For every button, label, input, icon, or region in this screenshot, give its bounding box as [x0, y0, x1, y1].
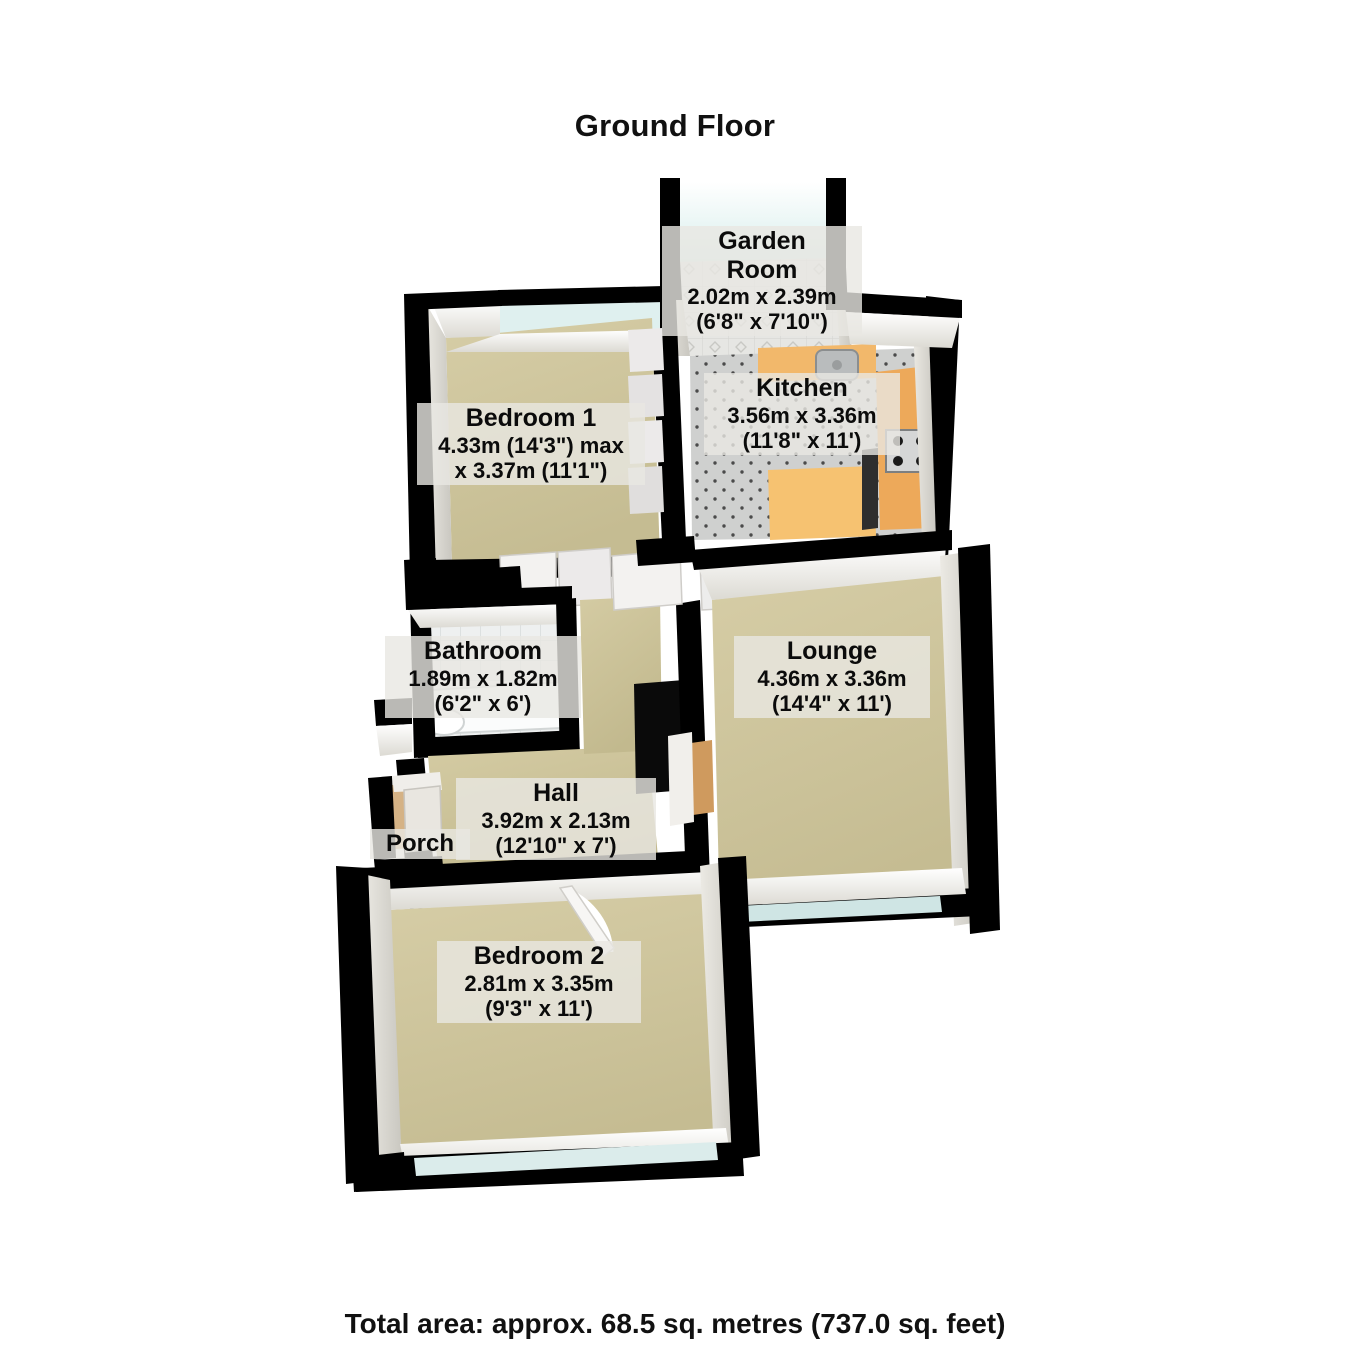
- connector-walls: [404, 536, 696, 610]
- garden-room-dim-imperial: (6'8" x 7'10"): [696, 309, 828, 335]
- hall-name: Hall: [533, 779, 579, 807]
- wardrobe-units: [628, 328, 664, 514]
- bathroom-dim-metric: 1.89m x 1.82m: [408, 665, 558, 691]
- room-label-garden-room: Garden Room 2.02m x 2.39m (6'8" x 7'10"): [662, 226, 862, 337]
- garden-room-name-line1: Garden: [718, 227, 806, 255]
- page-title: Ground Floor: [574, 108, 776, 143]
- kitchen-dim-metric: 3.56m x 3.36m: [727, 402, 877, 428]
- bedroom-1-dim-metric: 4.33m (14'3") max: [438, 432, 624, 458]
- hall-dim-imperial: (12'10" x 7'): [495, 832, 617, 858]
- bedroom-1-name: Bedroom 1: [465, 404, 597, 432]
- total-area-footer: Total area: approx. 68.5 sq. metres (737…: [344, 1308, 1006, 1339]
- bedroom-1-dim-imperial: x 3.37m (11'1"): [454, 457, 608, 483]
- hall-dim-metric: 3.92m x 2.13m: [481, 807, 631, 833]
- room-label-hall: Hall 3.92m x 2.13m (12'10" x 7'): [456, 778, 656, 860]
- kitchen-dim-imperial: (11'8" x 11'): [742, 427, 862, 453]
- lounge-name: Lounge: [786, 637, 878, 665]
- room-label-lounge: Lounge 4.36m x 3.36m (14'4" x 11'): [734, 636, 930, 718]
- room-label-kitchen: Kitchen 3.56m x 3.36m (11'8" x 11'): [704, 373, 900, 455]
- kitchen-name: Kitchen: [756, 374, 848, 402]
- bedroom-2-dim-metric: 2.81m x 3.35m: [464, 970, 614, 996]
- room-label-bathroom: Bathroom 1.89m x 1.82m (6'2" x 6'): [385, 636, 581, 718]
- bathroom-name: Bathroom: [423, 637, 543, 665]
- room-porch: [368, 772, 444, 880]
- lounge-dim-metric: 4.36m x 3.36m: [757, 665, 907, 691]
- room-label-bedroom-1: Bedroom 1 4.33m (14'3") max x 3.37m (11'…: [417, 403, 645, 485]
- garden-room-name-line2: Room: [726, 255, 798, 284]
- bedroom-2-name: Bedroom 2: [473, 942, 605, 970]
- porch-name: Porch: [385, 830, 454, 857]
- room-label-porch: Porch: [370, 829, 470, 860]
- bathroom-dim-imperial: (6'2" x 6'): [434, 690, 532, 716]
- lounge-dim-imperial: (14'4" x 11'): [772, 690, 892, 716]
- garden-room-dim-metric: 2.02m x 2.39m: [687, 284, 837, 309]
- room-label-bedroom-2: Bedroom 2 2.81m x 3.35m (9'3" x 11'): [437, 941, 641, 1023]
- bedroom-2-dim-imperial: (9'3" x 11'): [485, 995, 593, 1021]
